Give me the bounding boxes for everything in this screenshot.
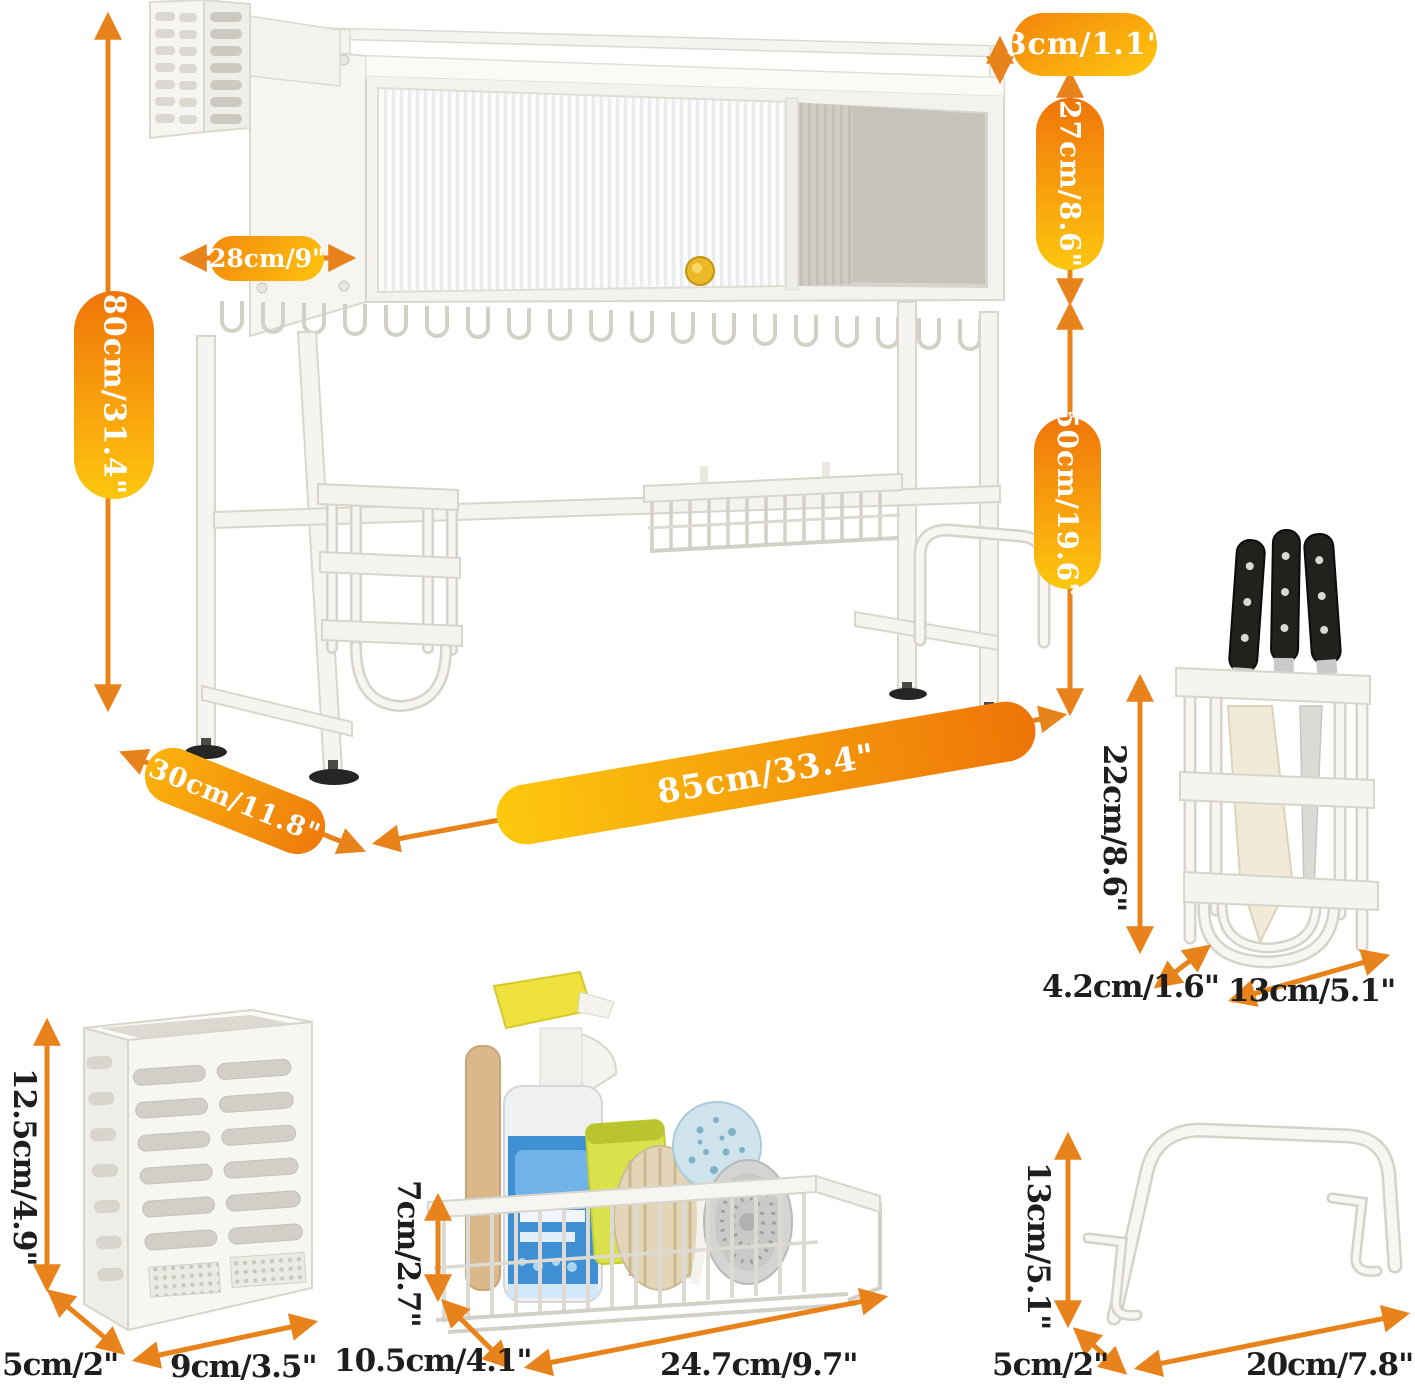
dim-knife-holder-depth: 4.2cm/1.6"	[1042, 969, 1220, 1005]
dim-hook-bracket-depth: 5cm/2"	[992, 1347, 1109, 1383]
knife-holder-illustration	[1175, 529, 1379, 969]
hook-bracket-illustration	[1082, 1122, 1403, 1326]
dim-utensil-holder-depth: 5cm/2"	[2, 1347, 119, 1383]
dim-sink-caddy-height: 7cm/2.7"	[390, 1180, 426, 1327]
dim-hook-bracket-height: 13cm/5.1"	[1020, 1162, 1056, 1330]
dim-rack-depth: 28cm/9"	[209, 236, 325, 281]
dim-knife-holder-height: 22cm/8.6"	[1096, 744, 1132, 912]
dim-rack-total-height: 80cm/31.4"	[74, 291, 154, 499]
knives	[1228, 529, 1342, 683]
utensil-holder-illustration	[83, 1008, 313, 1332]
dim-rack-clearance-height: 50cm/19.6"	[1034, 409, 1101, 597]
dim-utensil-holder-height: 12.5cm/4.9"	[6, 1068, 42, 1266]
sink-caddy-illustration	[427, 970, 882, 1334]
spray-bottle-cap	[492, 970, 594, 1030]
dim-hook-bracket-width: 20cm/7.8"	[1246, 1347, 1414, 1383]
dim-rack-top-rail-height: 3cm/1.1"	[1006, 13, 1162, 76]
dim-utensil-holder-width: 9cm/3.5"	[170, 1349, 318, 1385]
dim-sink-caddy-depth: 10.5cm/4.1"	[334, 1343, 533, 1379]
dim-rack-cabinet-height: 27cm/8.6"	[1036, 98, 1104, 270]
main-rack-illustration	[149, 0, 1051, 785]
dim-knife-holder-width: 13cm/5.1"	[1228, 973, 1396, 1009]
dim-sink-caddy-width: 24.7cm/9.7"	[660, 1347, 859, 1383]
